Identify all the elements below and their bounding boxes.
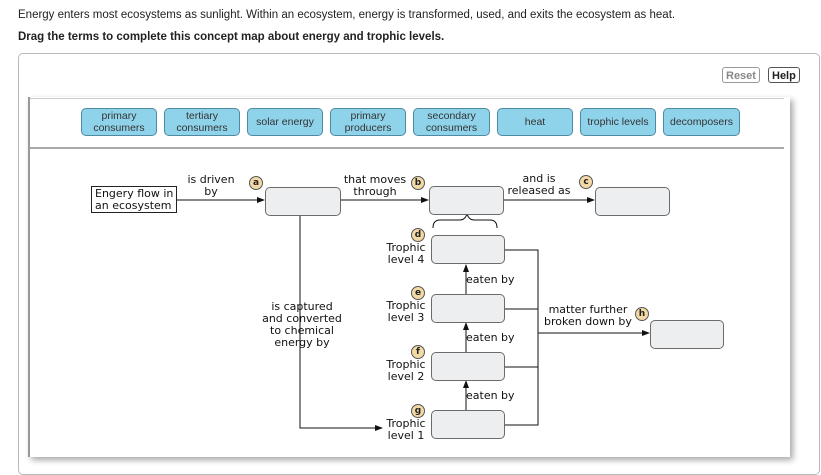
dropzone-f[interactable] [431, 352, 505, 381]
dropzone-b[interactable] [429, 186, 504, 215]
start-node: Engery flow in an ecosystem [91, 186, 177, 213]
term-trophic-levels[interactable]: trophic levels [580, 108, 656, 136]
link-is-driven-by: is driven by [187, 173, 235, 198]
dropzone-d[interactable] [431, 235, 505, 264]
dropzone-a[interactable] [265, 187, 341, 216]
link-that-moves-through: that moves through [343, 173, 407, 198]
instruction-text: Drag the terms to complete this concept … [18, 31, 445, 43]
dropzone-g[interactable] [431, 410, 505, 439]
badge-b: b [411, 176, 425, 190]
badge-e: e [411, 286, 425, 300]
help-button[interactable]: Help [768, 67, 800, 83]
intro-text: Energy enters most ecosystems as sunligh… [18, 9, 676, 21]
term-primary-producers[interactable]: primary producers [330, 108, 406, 136]
concept-map-canvas [28, 97, 790, 457]
trophic-level-4-label: Trophic level 4 [386, 241, 426, 266]
badge-h: h [635, 307, 649, 321]
dropzone-c[interactable] [595, 187, 670, 216]
dropzone-e[interactable] [431, 294, 505, 323]
link-matter-further: matter further broken down by [544, 303, 632, 328]
badge-a: a [249, 176, 263, 190]
badge-g: g [411, 404, 425, 418]
trophic-level-3-label: Trophic level 3 [386, 299, 426, 324]
badge-d: d [411, 228, 425, 242]
link-eaten-by-1: eaten by [466, 273, 515, 286]
trophic-level-2-label: Trophic level 2 [386, 358, 426, 383]
term-decomposers[interactable]: decomposers [663, 108, 740, 136]
reset-button[interactable]: Reset [722, 67, 760, 83]
link-is-captured: is captured and converted to chemical en… [262, 300, 342, 349]
term-heat[interactable]: heat [497, 108, 573, 136]
trophic-level-1-label: Trophic level 1 [386, 417, 426, 442]
dropzone-h[interactable] [650, 320, 724, 349]
term-tertiary-consumers[interactable]: tertiary consumers [164, 108, 240, 136]
link-eaten-by-2: eaten by [466, 331, 515, 344]
link-and-is-released-as: and is released as [507, 172, 571, 197]
link-eaten-by-3: eaten by [466, 389, 515, 402]
term-secondary-consumers[interactable]: secondary consumers [413, 108, 490, 136]
term-primary-consumers[interactable]: primary consumers [81, 108, 157, 136]
term-solar-energy[interactable]: solar energy [247, 108, 323, 136]
badge-f: f [411, 345, 425, 359]
badge-c: c [579, 175, 593, 189]
